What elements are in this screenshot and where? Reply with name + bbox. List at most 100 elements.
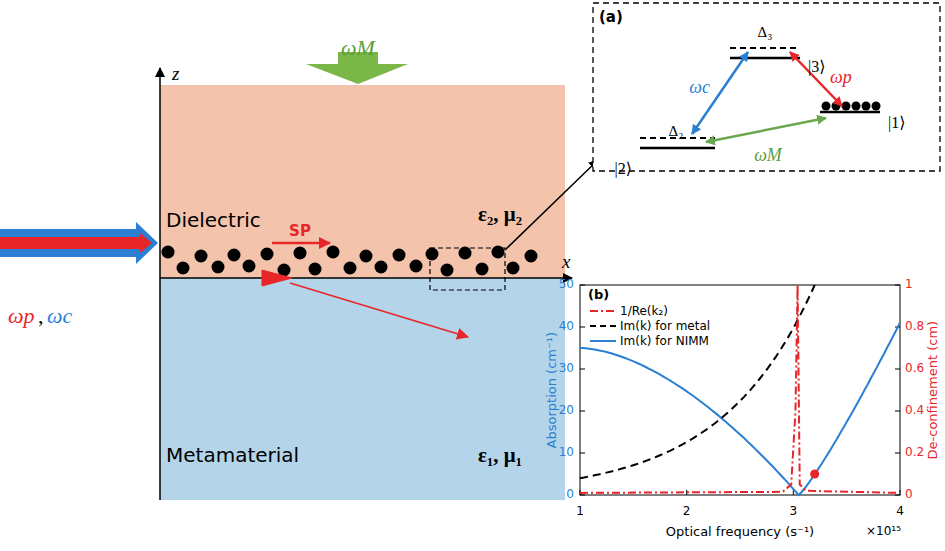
- field-symbol: ωM: [754, 146, 782, 166]
- tick-label: 0: [905, 488, 913, 501]
- zoom-box: [430, 248, 505, 290]
- atom: [360, 250, 373, 263]
- detuning: Δ₂: [669, 123, 684, 140]
- population-dot: [842, 102, 851, 111]
- tick-label: 40: [559, 320, 574, 333]
- atom: [441, 264, 454, 277]
- tick: [580, 453, 585, 454]
- field-symbol: ωc: [47, 304, 72, 328]
- legend-entry: Im(k) for NIMM: [590, 334, 709, 348]
- material-params: ε₂, μ₂: [478, 203, 522, 226]
- tick-label: 50: [559, 278, 574, 291]
- material-band: Metamaterialε₁, μ₁: [160, 278, 565, 500]
- state-name: |1⟩: [888, 114, 905, 132]
- legend-sample: [590, 336, 616, 346]
- atom: [525, 250, 538, 263]
- wave-name: SP: [289, 223, 311, 240]
- atom: [375, 261, 388, 274]
- tick-label: 20: [559, 404, 574, 417]
- legend-entry: Im(k) for metal: [590, 319, 710, 333]
- legend-sample: [590, 306, 616, 316]
- sp-arrow: [272, 242, 330, 245]
- tick-label: 1: [576, 505, 584, 518]
- level-1: [820, 111, 880, 114]
- tick-label: 30: [559, 362, 574, 375]
- tick-label: 0: [566, 488, 574, 501]
- field-symbol: ωp: [8, 304, 35, 328]
- population-dot: [872, 102, 881, 111]
- state-name: |3⟩: [808, 58, 825, 76]
- operating-point: [810, 470, 819, 479]
- atom: [393, 249, 406, 262]
- axis-name: z: [172, 64, 179, 85]
- legend-text: Im(k) for metal: [620, 319, 710, 333]
- microwave-transition: [706, 118, 826, 142]
- tick-label: 2: [683, 505, 691, 518]
- tick: [895, 411, 900, 412]
- tick-label: 0.2: [905, 446, 924, 459]
- material-band: Dielectric ε₂, μ₂: [160, 85, 565, 278]
- atom: [426, 248, 439, 261]
- z-axis: [159, 68, 161, 500]
- axis-title: De-confinement (cm): [926, 321, 940, 460]
- legend-line: [590, 325, 616, 327]
- tick: [895, 285, 900, 286]
- metal-curve: [580, 285, 815, 478]
- region-name: Dielectric: [166, 209, 261, 231]
- axis-name: x: [562, 252, 570, 273]
- metamaterial-fill: [160, 278, 565, 500]
- tick-label: 4: [896, 505, 904, 518]
- field-symbol: ωp: [830, 68, 852, 88]
- field-symbol: ωM: [341, 36, 375, 60]
- coupling-beam: [0, 222, 158, 264]
- atom: [294, 247, 307, 260]
- nimm-curve: [580, 323, 900, 495]
- tick-label: 0.8: [905, 320, 924, 333]
- pointer-arrow: [290, 283, 468, 337]
- probe-beam: [0, 233, 152, 253]
- tick: [580, 495, 585, 496]
- atom: [195, 250, 208, 263]
- atom: [261, 248, 274, 261]
- atom: [177, 262, 190, 275]
- state-name: |2⟩: [615, 160, 632, 178]
- atom: [410, 260, 423, 273]
- atom: [327, 246, 340, 259]
- tick: [580, 369, 585, 370]
- atom: [243, 260, 256, 273]
- atom: [212, 261, 225, 274]
- level-2: [640, 147, 715, 150]
- legend-text: Im(k) for NIMM: [620, 334, 709, 348]
- axis-ticks: [580, 285, 900, 495]
- panel-tag: (b): [588, 288, 609, 302]
- tick: [580, 411, 585, 412]
- tick: [895, 495, 900, 496]
- detuning: Δ₃: [758, 24, 773, 41]
- tick-label: 1: [905, 278, 913, 291]
- atom: [344, 262, 357, 275]
- atom-row: [162, 246, 538, 277]
- tick-label: 3: [790, 505, 798, 518]
- atom: [228, 249, 241, 262]
- inset-frame: [593, 3, 940, 171]
- population-dot: [822, 102, 831, 111]
- tick: [895, 369, 900, 370]
- axis-multiplier: ×10¹⁵: [866, 525, 901, 538]
- atom: [309, 263, 322, 276]
- tick: [580, 327, 585, 328]
- population-dot: [852, 102, 861, 111]
- legend-sample: [590, 321, 616, 331]
- legend-line: [590, 340, 616, 342]
- dielectric-fill: [160, 85, 565, 278]
- axis-title: Absorption (cm⁻¹): [545, 332, 559, 449]
- sp-field: [262, 270, 292, 286]
- deconfinement-curve: [580, 285, 900, 493]
- plot-frame: [580, 285, 900, 495]
- axis-title: Optical frequency (s⁻¹): [666, 525, 814, 539]
- curves: [580, 285, 900, 495]
- tick-label: 10: [559, 446, 574, 459]
- region-name: Metamaterial: [166, 444, 299, 466]
- x-axis: [160, 277, 572, 279]
- legend-line: [590, 310, 616, 312]
